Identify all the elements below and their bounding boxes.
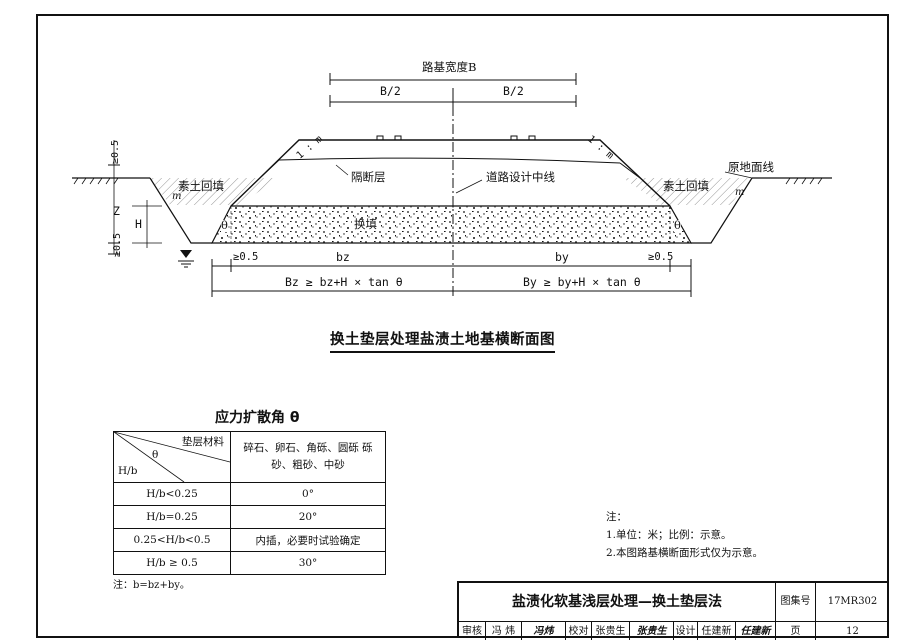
header-corner-mid: θ <box>152 449 159 461</box>
pavement-markers <box>376 135 536 141</box>
row-ratio: H/b=0.25 <box>113 505 231 529</box>
notes-heading: 注： <box>606 511 627 523</box>
row-angle: 30° <box>230 551 386 575</box>
backfill-right-hatch <box>623 178 752 205</box>
stress-angle-table: 垫层材料 θ H/b 碎石、卵石、角砾、圆砾 砾砂、粗砂、中砂 H/b<0.25… <box>113 431 386 575</box>
table-header-row: 垫层材料 θ H/b 碎石、卵石、角砾、圆砾 砾砂、粗砂、中砂 <box>113 431 386 483</box>
water-level-symbol <box>180 250 192 258</box>
header-corner-top: 垫层材料 <box>182 436 224 448</box>
row-ratio: H/b ≥ 0.5 <box>113 551 231 575</box>
dim-05-bottom: ≥0.5 <box>112 232 124 258</box>
drawing-frame <box>36 14 889 638</box>
dim-05-top: ≥0.5 <box>110 139 122 165</box>
row-angle: 20° <box>230 505 386 529</box>
centerline-label: 道路设计中线 <box>486 170 555 184</box>
page-label: 页 <box>775 621 815 640</box>
designer-signature: 任建新 <box>735 621 775 640</box>
by-label: by <box>555 250 569 264</box>
proof-label: 校对 <box>565 621 591 640</box>
reviewer-signature: 冯炜 <box>521 621 565 640</box>
backfill-left-hatch <box>150 178 278 205</box>
dim-h: H <box>135 217 142 231</box>
base-left-min: ≥0.5 <box>233 251 259 263</box>
proofer-signature: 张贵生 <box>629 621 673 640</box>
reviewer-name: 冯 炜 <box>485 621 521 640</box>
figure-title: 换土垫层处理盐渍土地基横断面图 <box>330 328 555 353</box>
designer-name: 任建新 <box>697 621 735 640</box>
Bz-formula: Bz ≥ bz+H × tan θ <box>285 275 403 289</box>
review-label: 审核 <box>459 621 485 640</box>
row-ratio: H/b<0.25 <box>113 482 231 506</box>
m-right-label: m <box>735 187 745 198</box>
row-angle: 0° <box>230 482 386 506</box>
row-angle: 内插，必要时试验确定 <box>230 528 386 552</box>
row-ratio: 0.25<H/b<0.5 <box>113 528 231 552</box>
m-left-label: m <box>172 191 182 202</box>
table-note: 注：b=bz+by。 <box>113 580 190 591</box>
half-width-left-label: B/2 <box>380 84 401 98</box>
base-right-min: ≥0.5 <box>648 251 674 263</box>
design-label: 设计 <box>673 621 697 640</box>
backfill-right-label: 素土回填 <box>663 179 709 193</box>
backfill-left-label: 素土回填 <box>178 179 224 193</box>
dim-z: Z <box>113 204 120 218</box>
table-row: H/b=0.25 20° <box>113 505 386 529</box>
note-item: 1.单位：米；比例：示意。 <box>606 529 732 541</box>
title-block-title: 盐渍化软基浅层处理—换土垫层法 <box>459 583 776 621</box>
excavation-outline-left <box>149 177 212 244</box>
note-item: 2.本图路基横断面形式仅为示意。 <box>606 547 764 559</box>
bz-label: bz <box>336 250 350 264</box>
roadbed-width-label: 路基宽度B <box>422 60 477 74</box>
replacement-fill-label: 换填 <box>352 217 379 231</box>
By-formula: By ≥ by+H × tan θ <box>523 275 641 289</box>
header-corner-bottom: H/b <box>118 465 138 477</box>
atlas-label: 图集号 <box>775 583 815 621</box>
ground-ticks-left <box>73 177 119 185</box>
table-row: H/b ≥ 0.5 30° <box>113 551 386 575</box>
atlas-number: 17MR302 <box>815 583 889 621</box>
original-ground-label: 原地面线 <box>728 160 774 174</box>
ground-ticks-right <box>785 177 823 185</box>
half-width-right-label: B/2 <box>503 84 524 98</box>
proofer-name: 张贵生 <box>591 621 629 640</box>
table-row: H/b<0.25 0° <box>113 482 386 506</box>
barrier-layer-label: 隔断层 <box>351 170 386 184</box>
page-number: 12 <box>815 621 889 640</box>
replacement-layer <box>211 205 693 244</box>
notes-block: 注： 1.单位：米；比例：示意。 2.本图路基横断面形式仅为示意。 <box>606 508 763 562</box>
table-row: 0.25<H/b<0.5 内插，必要时试验确定 <box>113 528 386 552</box>
theta-left-label: θ <box>221 218 228 232</box>
table-title: 应力扩散角 θ <box>215 410 300 426</box>
barrier-layer-line <box>278 157 621 164</box>
title-block: 盐渍化软基浅层处理—换土垫层法 图集号 17MR302 审核 冯 炜 冯炜 校对… <box>457 581 889 640</box>
excavation-outline-right <box>691 177 753 244</box>
header-material-cell: 碎石、卵石、角砾、圆砾 砾砂、粗砂、中砂 <box>230 431 386 483</box>
header-corner-cell: 垫层材料 θ H/b <box>113 431 231 483</box>
theta-right-label: θ <box>674 218 681 232</box>
